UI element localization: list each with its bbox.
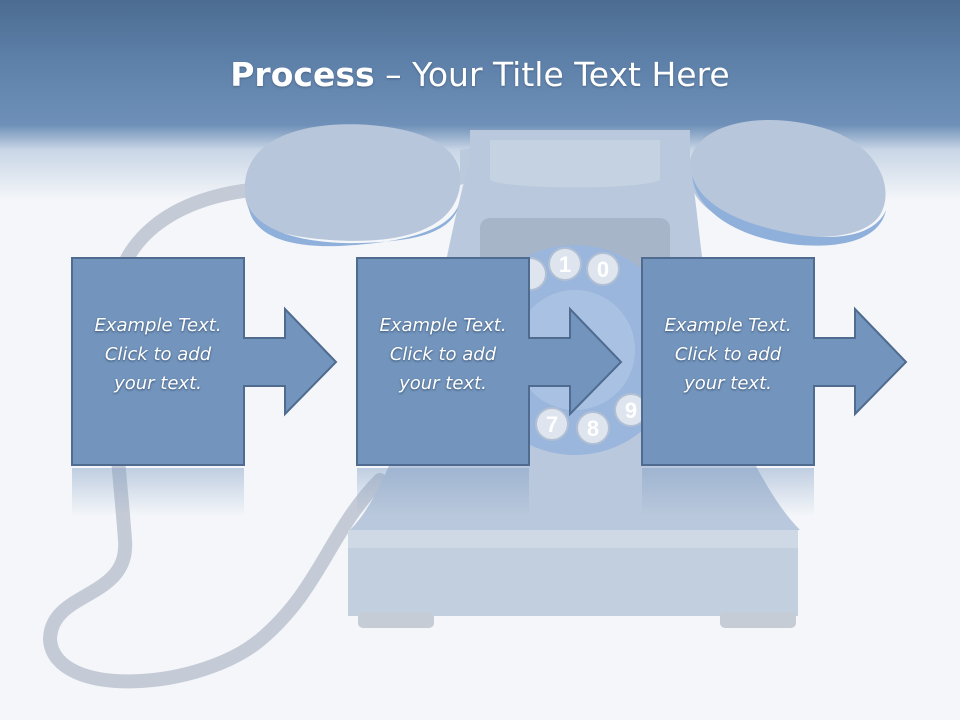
base-foot-right <box>720 612 796 628</box>
step-2-text[interactable]: Example Text. Click to add your text. <box>357 311 529 398</box>
handset-right-earpiece <box>689 120 886 237</box>
step-text-line: Click to add <box>674 344 782 365</box>
base-foot-left <box>358 612 434 628</box>
right-arrow-icon <box>641 257 908 466</box>
step-1-text[interactable]: Example Text. Click to add your text. <box>72 311 244 398</box>
right-arrow-icon <box>356 257 623 466</box>
dial-digit-1: 1 <box>559 252 571 277</box>
step-3-text[interactable]: Example Text. Click to add your text. <box>642 311 814 398</box>
step-text-line: your text. <box>114 373 202 394</box>
step-text-line: Example Text. <box>94 315 222 336</box>
step-text-line: Example Text. <box>664 315 792 336</box>
right-arrow-icon <box>71 257 338 466</box>
step-text-line: Click to add <box>104 344 212 365</box>
dial-digit-8: 8 <box>587 416 599 441</box>
step-text-line: Click to add <box>389 344 497 365</box>
step-text-line: your text. <box>399 373 487 394</box>
step-reflections <box>72 468 814 548</box>
step-text-line: Example Text. <box>379 315 507 336</box>
handset-left-earpiece <box>244 124 461 241</box>
title-rest-part: – Your Title Text Here <box>374 55 730 94</box>
dial-digit-7: 7 <box>546 412 558 437</box>
dial-digit-0: 0 <box>597 257 609 282</box>
slide-title[interactable]: Process – Your Title Text Here <box>0 50 960 100</box>
title-bold-part: Process <box>230 55 375 94</box>
process-step-1[interactable] <box>71 257 338 466</box>
step-text-line: your text. <box>684 373 772 394</box>
process-step-3[interactable] <box>641 257 908 466</box>
process-step-2[interactable] <box>356 257 623 466</box>
dial-digit-9: 9 <box>625 398 637 423</box>
